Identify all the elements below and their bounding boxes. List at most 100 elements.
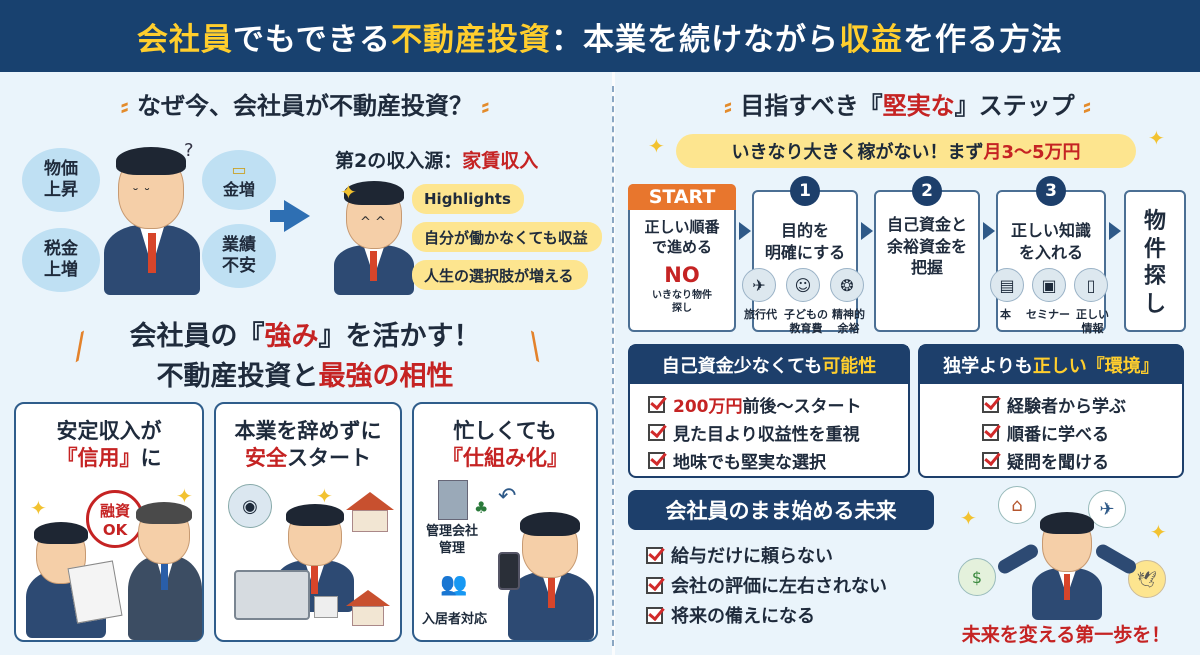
card-line: 安定収入が xyxy=(56,419,162,443)
banker-illustration xyxy=(126,500,206,640)
icon-label-line: 精神的 xyxy=(832,308,865,321)
label-line: 管理会社 xyxy=(426,524,479,539)
step-3: 正しい知識を入れる xyxy=(996,190,1106,332)
step-line: で進める xyxy=(651,237,712,256)
strength-line2: 不動産投資と最強の相性 xyxy=(60,354,550,393)
steps-title: ⸗ 目指すべき『堅実な』ステップ ⸗ xyxy=(640,86,1175,121)
final-char: 件 xyxy=(1143,236,1166,262)
step-text: 自己資金と余裕資金を把握 xyxy=(876,214,978,279)
item-part: 見た目より xyxy=(673,424,758,445)
item-part: 前後〜スタート xyxy=(742,396,862,417)
future-title: 会社員のまま始める未来 xyxy=(628,490,934,530)
resident-label: 入居者対応 xyxy=(422,612,488,627)
house-body xyxy=(352,606,384,626)
bubble-line: 業績 xyxy=(222,234,256,255)
checkbox-icon xyxy=(646,576,663,594)
icon-label-line: 教育費 xyxy=(789,321,823,335)
header-part: 会社員 xyxy=(136,21,233,58)
sparkle-icon: ✦ xyxy=(340,180,357,204)
item-part: 堅実な選択 xyxy=(741,452,826,473)
step-line: 自己資金と xyxy=(886,215,967,234)
item-text: 会社の評価に左右されない xyxy=(671,576,887,597)
phone-man-illustration xyxy=(504,508,596,640)
subtitle-part: いきなり大きく稼がない！まず xyxy=(731,142,984,163)
strength-part: 』を活かす！ xyxy=(318,321,481,352)
item-text: 給与だけに頼らない xyxy=(671,546,833,567)
step-final: 物件探し xyxy=(1124,190,1186,332)
bubble-line: 金増 xyxy=(222,180,255,199)
header-part: を作る方法 xyxy=(903,21,1064,58)
step-arrow-icon xyxy=(983,222,995,240)
step-line: 目的を xyxy=(780,221,829,240)
step-line: 余裕資金を xyxy=(886,236,967,256)
sparkle-icon: ✦ xyxy=(648,134,665,158)
item-text: 順番に学べる xyxy=(1007,424,1109,445)
income-value: 家賃収入 xyxy=(462,150,539,172)
icon-label-line: 余裕 xyxy=(837,321,860,335)
stamp-text: OK xyxy=(102,520,128,539)
airplane-icon: ✈ xyxy=(742,268,776,302)
card-safe-start: 本業を辞めずに安全スタート ◉ ✦ xyxy=(214,402,402,642)
header-part: でもできる xyxy=(232,21,392,58)
final-char: 物 xyxy=(1143,209,1166,234)
wallet-icon: ▭ xyxy=(231,160,247,179)
document-icon xyxy=(67,560,123,624)
final-char: 探 xyxy=(1143,264,1166,289)
step-arrow-icon xyxy=(739,222,751,240)
panel-title-part: 可能性 xyxy=(822,356,877,377)
item-text: 疑問を聞ける xyxy=(1007,452,1109,473)
income-heading: 第2の収入源：家賃収入 xyxy=(335,146,538,173)
checkbox-icon xyxy=(648,423,665,441)
stamp-text: 融資 xyxy=(99,501,130,520)
environment-panel: 独学よりも正しい『環境』 経験者から学ぶ 順番に学べる 疑問を聞ける xyxy=(918,344,1184,478)
panel-title: 独学よりも正しい『環境』 xyxy=(920,346,1182,384)
bubble-line: 税金 xyxy=(44,238,78,259)
checkbox-icon xyxy=(646,606,663,624)
step-number-badge: 2 xyxy=(912,176,942,206)
step-text: 正しい知識を入れる xyxy=(998,220,1104,263)
future-item: 会社の評価に左右されない xyxy=(646,570,887,600)
step-2: 自己資金と余裕資金を把握 xyxy=(874,190,980,332)
panel-title-part: 自己資金少なくても xyxy=(661,356,823,377)
steps-title-part: 目指すべき『 xyxy=(740,92,883,120)
smile-face-icon: ^ ^ xyxy=(360,215,386,230)
item-text: 経験者から学ぶ xyxy=(1007,396,1126,417)
step-start: START 正しい順番で進める NO いきなり物件探し xyxy=(628,184,736,332)
sparkle-icon: ✦ xyxy=(176,484,193,508)
fund-item: 地味でも堅実な選択 xyxy=(648,446,908,474)
checkbox-icon xyxy=(982,395,999,413)
header-part: ：本業を続けながら xyxy=(551,21,840,58)
house-icon xyxy=(346,590,390,606)
env-item: 疑問を聞ける xyxy=(982,446,1182,474)
bubble-price: 物価上昇 xyxy=(22,148,100,212)
sparkle-icon: ✦ xyxy=(30,496,47,520)
book-icon: ▤ xyxy=(990,268,1024,302)
happy-man-illustration: ^ ^ xyxy=(330,175,416,295)
step-line: いきなり物件 xyxy=(652,290,712,301)
step-text: 目的を明確にする xyxy=(754,220,856,263)
icon-label: 正しい情報 xyxy=(1076,308,1109,336)
office-building-icon xyxy=(438,480,468,520)
child-icon: ☺ xyxy=(786,268,820,302)
dash-icon: ⸗ xyxy=(1074,92,1092,120)
card-line: に xyxy=(140,446,162,471)
checkbox-icon xyxy=(648,451,665,469)
step-line: を入れる xyxy=(1018,242,1083,262)
final-char: し xyxy=(1143,291,1166,317)
house-body xyxy=(352,510,388,532)
icon-label-line: 正しい xyxy=(1076,308,1109,321)
card-line: 『仕組み化』 xyxy=(442,446,568,471)
step-line: 正しい順番 xyxy=(644,218,720,236)
step-line: 把握 xyxy=(910,258,943,278)
celebrating-man-illustration xyxy=(995,508,1139,620)
management-label: 管理会社管理 xyxy=(426,524,478,558)
card-line: 本業を辞めずに xyxy=(234,419,382,443)
step-1: 目的を明確にする xyxy=(752,190,858,332)
bubble-money: ▭金増 xyxy=(202,150,276,210)
start-badge: START xyxy=(628,184,736,210)
checkbox-icon xyxy=(982,423,999,441)
card-line: 『信用』 xyxy=(56,446,141,471)
card-title: 安定収入が『信用』に xyxy=(16,418,202,473)
strength-part: 不動産投資と xyxy=(156,361,319,392)
calculator-icon xyxy=(314,596,338,618)
